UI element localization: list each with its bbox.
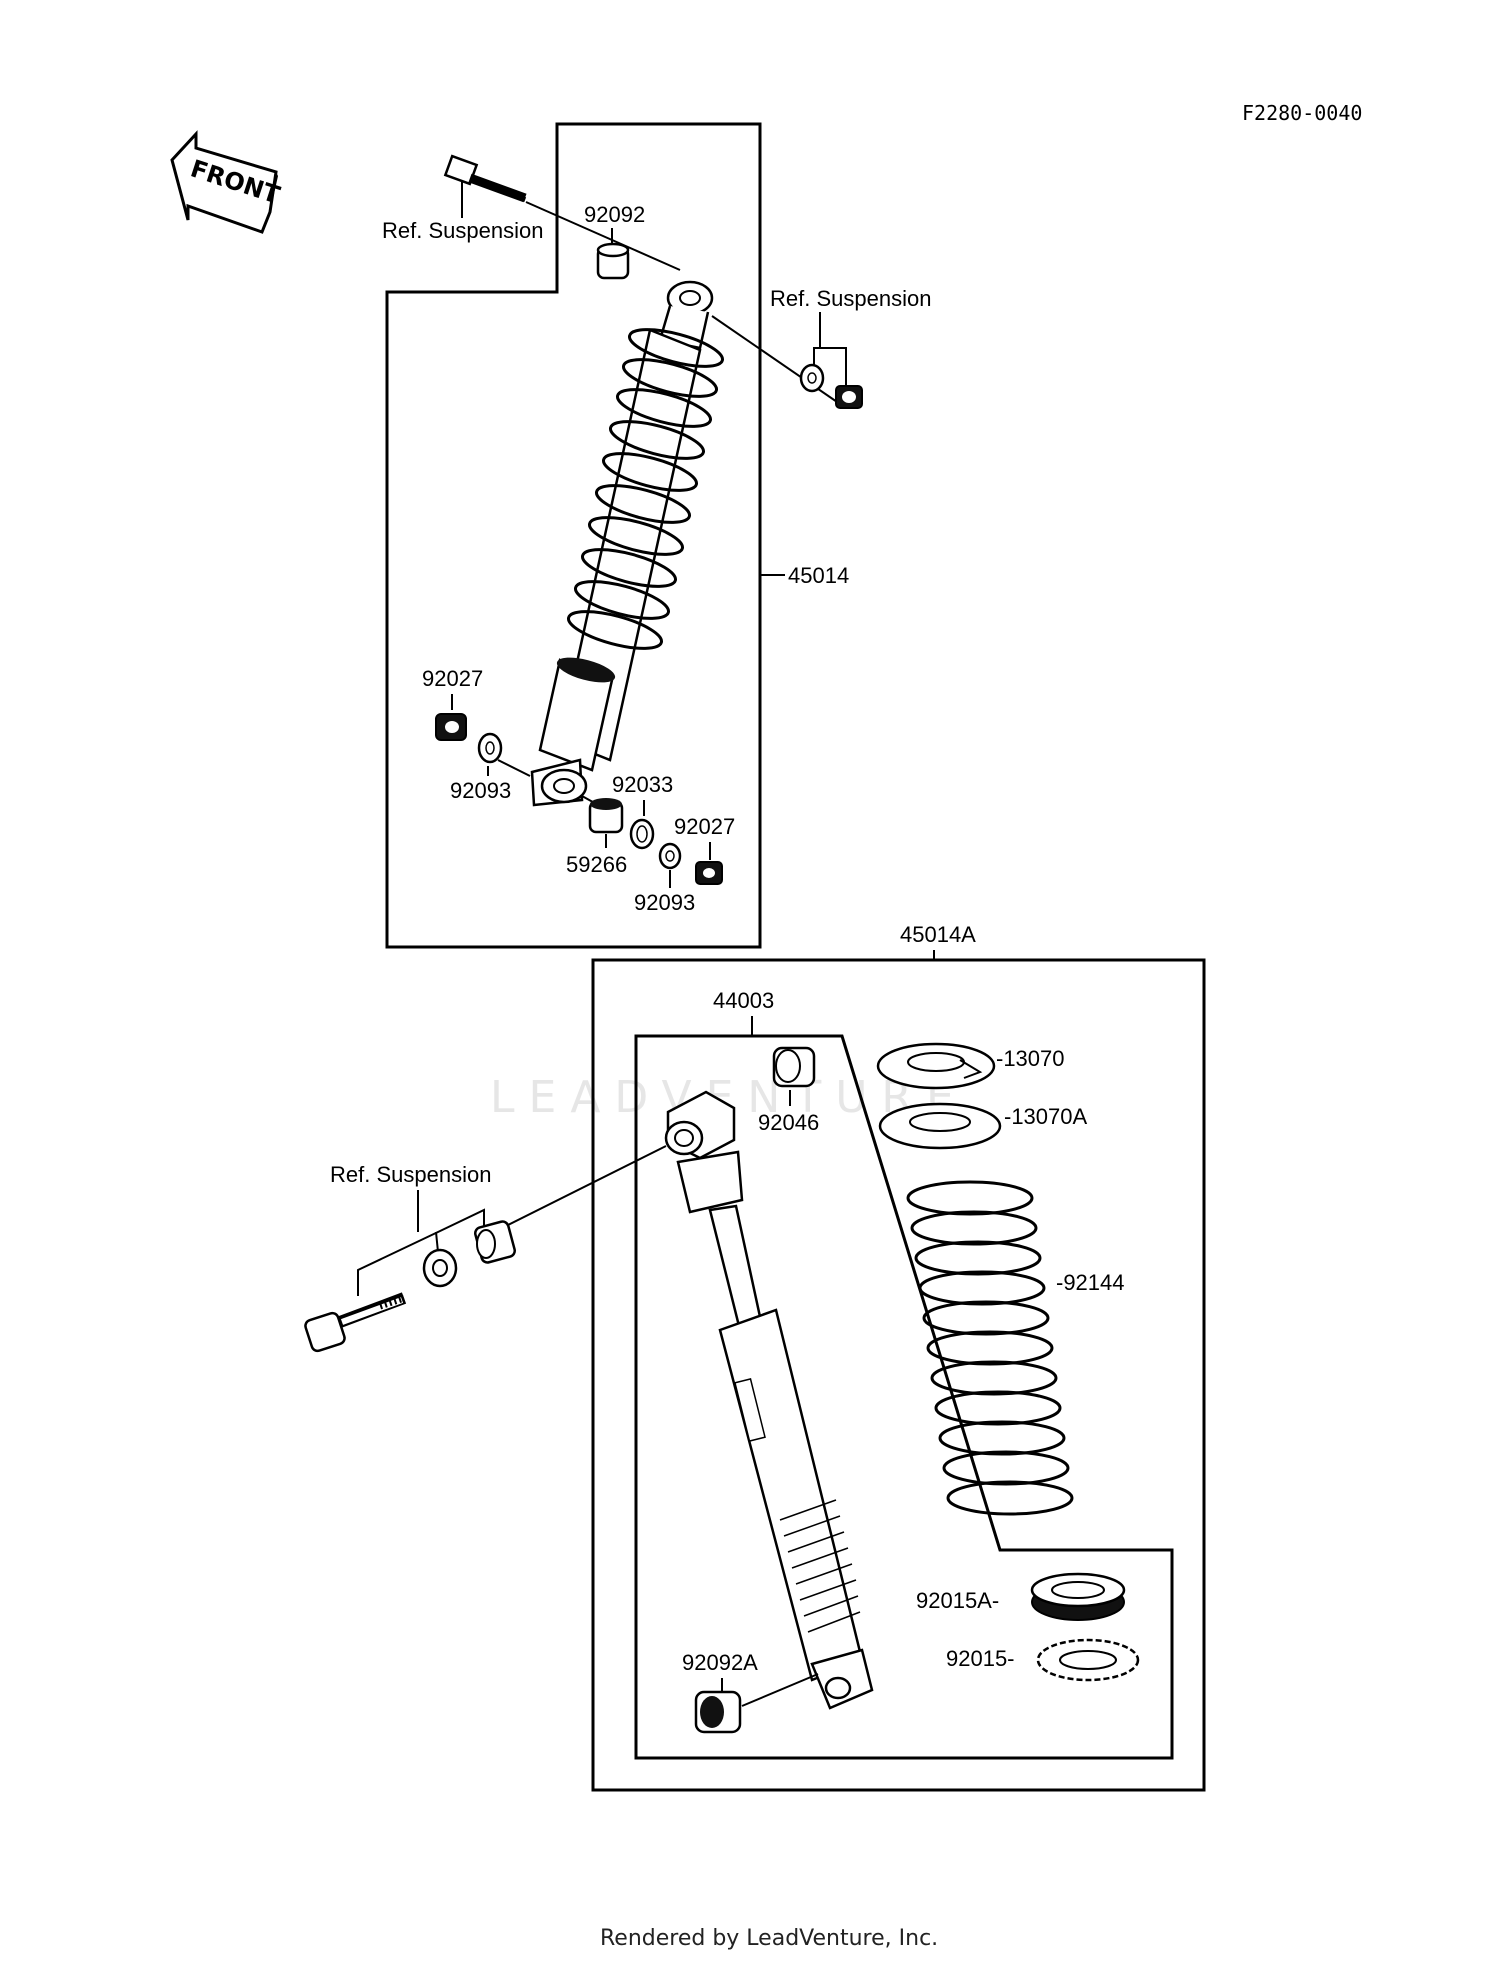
collar-92046-icon xyxy=(772,1046,816,1088)
collar-92092-icon xyxy=(596,242,630,280)
label-92093-a: 92093 xyxy=(450,778,511,803)
axis-line-lower xyxy=(497,759,531,777)
washer-lower-icon xyxy=(422,1248,458,1288)
label-ref-suspension-3: Ref. Suspension xyxy=(330,1162,491,1187)
label-92144: -92144 xyxy=(1056,1270,1125,1295)
spring-seat-13070-icon xyxy=(876,1042,996,1090)
nut-ref-icon xyxy=(835,385,863,409)
collar-lower-icon xyxy=(474,1220,516,1264)
label-92046: 92046 xyxy=(758,1110,819,1135)
leader-ref3-fork xyxy=(357,1208,485,1296)
collar-59266-icon xyxy=(588,798,624,834)
spring-seat-13070A-icon xyxy=(878,1102,1002,1150)
label-92092A: 92092A xyxy=(682,1650,758,1675)
label-92093-b: 92093 xyxy=(634,890,695,915)
washer-92093-b-icon xyxy=(658,842,682,870)
label-44003: 44003 xyxy=(713,988,774,1013)
front-arrow-icon: FRONT xyxy=(170,130,284,234)
assembly-44003-outline xyxy=(634,1034,1174,1760)
axis-line-top xyxy=(525,201,681,271)
label-ref-suspension-2: Ref. Suspension xyxy=(770,286,931,311)
spring-92144-icon xyxy=(906,1180,1074,1516)
label-45014A: 45014A xyxy=(900,922,976,947)
nut-92027-a-icon xyxy=(435,713,467,741)
nut-92027-b-icon xyxy=(695,861,723,885)
diagram-code: F2280-0040 xyxy=(1242,101,1362,125)
assembly-45014-outline xyxy=(385,122,762,949)
collar-92092A-icon xyxy=(694,1690,742,1734)
axis-line-ref3 xyxy=(505,1145,667,1227)
label-45014: 45014 xyxy=(788,563,849,588)
leader-ref2-fork xyxy=(813,347,847,392)
leader-ref3-mid xyxy=(435,1231,439,1253)
bolt-top-icon xyxy=(443,154,527,203)
label-92033: 92033 xyxy=(612,772,673,797)
label-59266: 59266 xyxy=(566,852,627,877)
assembly-45014A-outline xyxy=(591,958,1206,1792)
label-13070: -13070 xyxy=(996,1046,1065,1071)
shock-absorber-45014-icon xyxy=(530,280,725,807)
footer-credit: Rendered by LeadVenture, Inc. xyxy=(600,1926,938,1951)
label-92015: 92015- xyxy=(946,1646,1015,1671)
washer-92093-a-icon xyxy=(477,732,503,764)
ring-92033-icon xyxy=(629,818,655,850)
locknut-92015-icon xyxy=(1036,1638,1140,1682)
label-92027-b: 92027 xyxy=(674,814,735,839)
washer-ref-icon xyxy=(799,363,825,393)
axis-line-92092A xyxy=(741,1673,819,1707)
locknut-92015A-icon xyxy=(1030,1572,1126,1621)
label-92092: 92092 xyxy=(584,202,645,227)
damper-44003-icon xyxy=(664,1090,874,1710)
bolt-lower-icon xyxy=(304,1292,407,1353)
label-92015A: 92015A- xyxy=(916,1588,999,1613)
label-13070A: -13070A xyxy=(1004,1104,1088,1129)
label-92027-a: 92027 xyxy=(422,666,483,691)
label-ref-suspension-1: Ref. Suspension xyxy=(382,218,543,243)
